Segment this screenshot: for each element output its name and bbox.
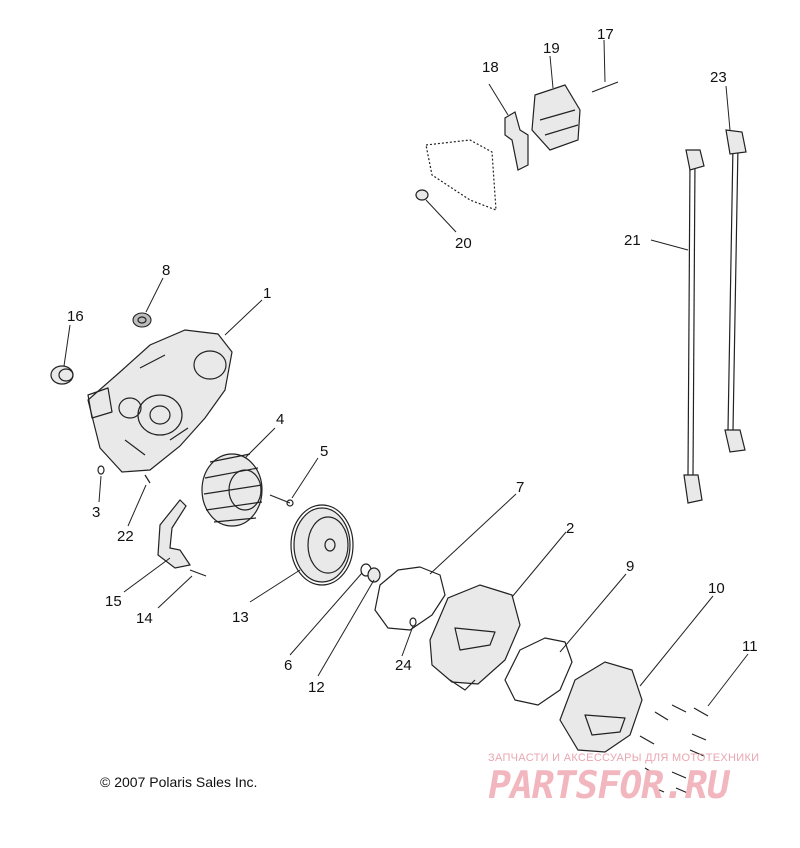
callout-16: 16 [67,308,84,325]
part-14-bolt [189,569,207,577]
callout-14: 14 [136,610,153,627]
callout-19: 19 [543,40,560,57]
part-4-stator [201,453,263,527]
part-2-stator-cover [429,584,521,691]
callout-10: 10 [708,580,725,597]
part-16-seal [50,365,74,385]
watermark-tagline: ЗАПЧАСТИ И АКСЕССУАРЫ ДЛЯ МОТОТЕХНИКИ [488,752,760,764]
part-12-nut [367,567,381,583]
callout-21: 21 [624,232,641,249]
callout-17: 17 [597,26,614,43]
callout-23: 23 [710,69,727,86]
callout-2: 2 [566,520,574,537]
callout-15: 15 [105,593,122,610]
callout-1: 1 [263,285,271,302]
callout-13: 13 [232,609,249,626]
part-11-bolts [639,704,709,795]
part-21-spark-plug-wire [683,149,705,504]
copyright-notice: © 2007 Polaris Sales Inc. [100,774,258,790]
part-13-flywheel [290,504,354,586]
callout-18: 18 [482,59,499,76]
callout-11: 11 [742,638,758,655]
part-1-crankcase-cover [87,329,233,473]
leader-lines [63,39,749,707]
callout-7: 7 [516,479,524,496]
part-23-spark-plug-wire [724,129,747,453]
part-10-outer-cover [559,661,643,753]
part-17-bolt [591,81,619,93]
callout-12: 12 [308,679,325,696]
part-20-nut [415,189,429,201]
callout-4: 4 [276,411,284,428]
callout-labels: 1 2 3 4 5 6 7 8 9 10 11 12 13 14 15 16 1… [67,26,758,696]
part-22-pin [144,474,151,484]
watermark-logo: PARTSFOR.RU [484,763,733,807]
callout-3: 3 [92,504,100,521]
part-8-bearing [132,312,152,328]
part-24-dowel [409,617,417,627]
callout-22: 22 [117,528,134,545]
callout-5: 5 [320,443,328,460]
part-9-gasket [504,637,573,706]
part-18-bracket [504,111,529,171]
callout-6: 6 [284,657,292,674]
part-19-ignition-coil [531,84,581,151]
part-7-gasket [374,566,446,631]
part-3-dowel [97,465,105,475]
callout-8: 8 [162,262,170,279]
callout-20: 20 [455,235,472,252]
part-15-bracket [157,499,191,569]
shield-plate [425,139,497,211]
callout-9: 9 [626,558,634,575]
callout-24: 24 [395,657,412,674]
